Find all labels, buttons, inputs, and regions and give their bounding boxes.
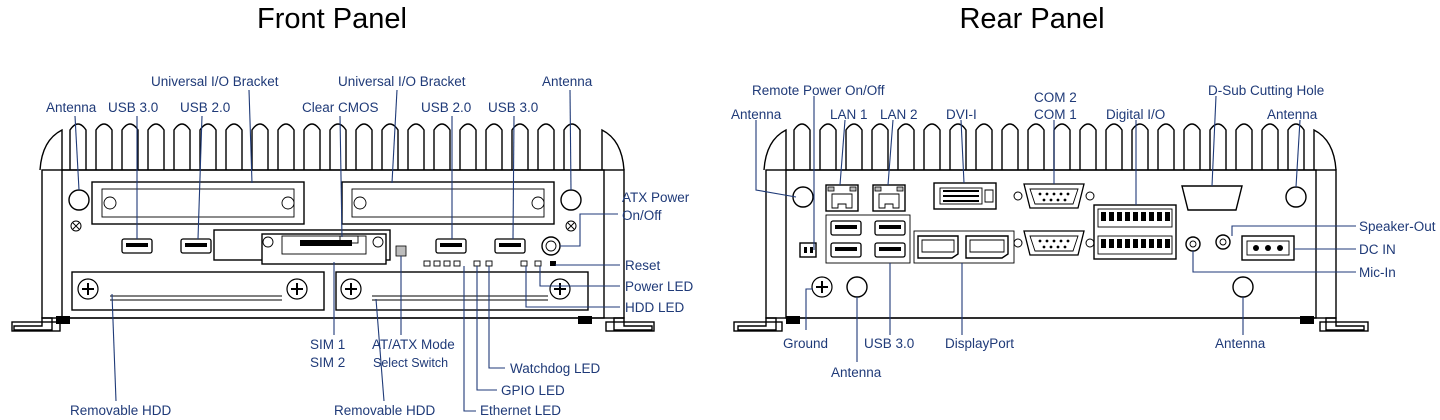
front-antenna-right-label: Antenna: [542, 74, 593, 89]
ground-screw-icon: [811, 276, 833, 298]
rear-labels: Remote Power On/Off Antenna LAN 1 LAN 2 …: [731, 83, 1436, 380]
front-usb20-left-icon: [180, 238, 212, 254]
rear-usb30-label: USB 3.0: [864, 336, 914, 351]
dsub-cutting-hole-label: D-Sub Cutting Hole: [1208, 83, 1324, 98]
front-led-row: [423, 260, 556, 267]
front-usb20-right-label: USB 2.0: [421, 100, 471, 115]
displayport-label: DisplayPort: [945, 336, 1014, 351]
front-uio-bracket-right-label: Universal I/O Bracket: [338, 74, 466, 89]
digital-io-label: Digital I/O: [1106, 107, 1165, 122]
at-atx-switch-icon: [395, 245, 407, 257]
dvi-port-icon: [933, 182, 997, 210]
digital-io-terminal-icon: [1093, 204, 1177, 260]
rear-antenna-bottom-right-icon: [1232, 276, 1254, 298]
front-usb30-right-icon: [494, 238, 526, 254]
lan1-label: LAN 1: [830, 107, 868, 122]
front-uio-bracket-right: [341, 181, 555, 225]
front-antenna-left-icon: [68, 189, 90, 211]
front-uio-bracket-left: [91, 181, 305, 225]
front-sim-cmos-module: [213, 229, 407, 265]
front-uio-bracket-left-label: Universal I/O Bracket: [151, 74, 279, 89]
rear-usb30-group: [825, 214, 911, 264]
front-labels: Antenna USB 3.0 USB 2.0 Universal I/O Br…: [46, 74, 694, 418]
rear-antenna-bottom-right-label: Antenna: [1215, 336, 1266, 351]
speaker-out-label: Speaker-Out: [1359, 219, 1436, 234]
front-panel-device: [11, 123, 655, 332]
front-panel-title: Front Panel: [257, 3, 407, 35]
speaker-out-jack-icon: [1215, 234, 1231, 250]
remote-power-connector-icon: [799, 242, 817, 258]
gpio-led-label: GPIO LED: [501, 383, 565, 398]
sim2-label: SIM 2: [310, 355, 345, 370]
lan1-port-icon: [825, 184, 859, 212]
rear-heatsink-fins: [763, 123, 1337, 171]
rear-antenna-left-label: Antenna: [731, 107, 782, 122]
atx-power-button-icon: [541, 236, 561, 256]
hdd-led-label: HDD LED: [625, 300, 685, 315]
removable-hdd-right-label: Removable HDD: [334, 403, 436, 418]
com-port-upper-icon: [1013, 183, 1095, 209]
removable-hdd-left-label: Removable HDD: [70, 403, 172, 418]
front-usb30-right-label: USB 3.0: [488, 100, 538, 115]
ground-label: Ground: [783, 336, 828, 351]
dc-in-connector-icon: [1241, 235, 1295, 261]
clear-cmos-label: Clear CMOS: [302, 100, 379, 115]
mic-in-jack-icon: [1185, 236, 1201, 252]
front-leader-lines: [74, 89, 620, 412]
ethernet-led-label: Ethernet LED: [480, 403, 561, 418]
com-port-lower-icon: [1013, 230, 1095, 256]
rear-panel-device: [733, 123, 1369, 332]
power-led-label: Power LED: [625, 279, 694, 294]
rear-antenna-bottom-left-icon: [846, 276, 868, 298]
watchdog-led-label: Watchdog LED: [510, 361, 601, 376]
front-usb30-left-icon: [121, 238, 153, 254]
lan2-port-icon: [872, 184, 906, 212]
atx-power-label-line1: ATX Power: [622, 190, 690, 205]
atx-power-label-line2: On/Off: [622, 208, 662, 223]
rear-panel-title: Rear Panel: [959, 3, 1104, 35]
front-antenna-right-icon: [560, 189, 582, 211]
com1-label: COM 1: [1034, 107, 1077, 122]
mic-in-label: Mic-In: [1359, 265, 1396, 280]
remote-power-label: Remote Power On/Off: [752, 83, 885, 98]
front-usb30-left-label: USB 3.0: [108, 100, 158, 115]
sim1-label: SIM 1: [310, 337, 345, 352]
front-antenna-left-label: Antenna: [46, 100, 97, 115]
rear-antenna-right-icon: [1285, 186, 1307, 208]
at-atx-mode-label-line1: AT/ATX Mode: [372, 337, 455, 352]
front-hdd-tray-right: [335, 271, 589, 311]
rear-antenna-bottom-left-label: Antenna: [831, 365, 882, 380]
at-atx-mode-label-line2: Select Switch: [373, 356, 448, 370]
rear-antenna-right-label: Antenna: [1267, 107, 1318, 122]
rear-leader-lines: [755, 95, 1356, 362]
front-usb20-left-label: USB 2.0: [180, 100, 230, 115]
dvi-label: DVI-I: [946, 107, 977, 122]
front-heatsink-fins: [39, 123, 625, 171]
lan2-label: LAN 2: [880, 107, 918, 122]
dsub-cutting-hole-icon: [1181, 185, 1243, 211]
dc-in-label: DC IN: [1359, 242, 1396, 257]
reset-label: Reset: [625, 258, 661, 273]
displayport-group: [913, 230, 1015, 264]
front-hdd-tray-left: [71, 271, 325, 311]
front-usb20-right-icon: [435, 238, 467, 254]
com2-label: COM 2: [1034, 90, 1077, 105]
